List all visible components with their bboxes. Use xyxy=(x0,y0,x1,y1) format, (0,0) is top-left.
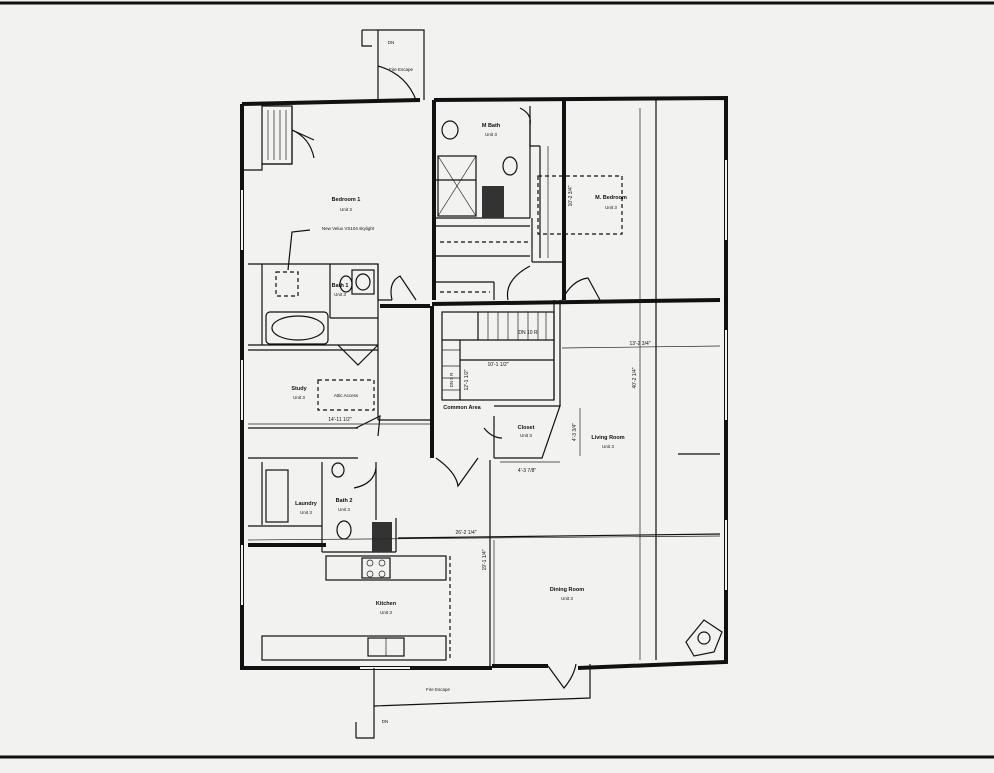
skylight-note: New Velux VS104 skylight xyxy=(322,226,375,231)
dining-name: Dining Room xyxy=(550,587,584,593)
laundry-name: Laundry xyxy=(295,501,318,507)
bedroom1-unit: Unit 3 xyxy=(340,207,352,212)
attic-access-outline xyxy=(317,379,375,411)
closet-name: Closet xyxy=(518,425,535,431)
study-width-dimension: 14'-11 1/2" xyxy=(328,417,352,423)
dining-height-dimension: 19'-1 1/4" xyxy=(482,549,488,570)
fixtures xyxy=(247,108,723,664)
closet-height-dimension: 4'-3 3/4" xyxy=(572,423,578,442)
shower-icon xyxy=(275,271,299,297)
overall-depth-dimension: 40'-2 1/4" xyxy=(632,367,638,388)
m-bath-toilet-icon xyxy=(502,156,518,176)
study-unit: Unit 3 xyxy=(293,395,305,400)
fire-escape-top-label: Fire Escape xyxy=(389,67,414,72)
stair-treads xyxy=(442,312,547,391)
bath2-sink-icon xyxy=(331,462,345,478)
closet-unit: Unit 3 xyxy=(520,433,532,438)
skylight-leader-line xyxy=(287,229,311,271)
door-swings xyxy=(291,107,601,489)
closet-width-dimension: 4'-3 7/8" xyxy=(518,468,537,474)
stair-dn-side-label: DN 5 R xyxy=(449,372,454,388)
dimension-labels: 10'-2 3/4" 13'-2 3/4" 40'-2 1/4" 10'-1 1… xyxy=(328,185,651,570)
bathtub-icon xyxy=(265,311,329,345)
exterior-walls xyxy=(240,95,728,670)
bath1-name: Bath 1 xyxy=(332,283,349,289)
stair-dn-bottom-label: DN xyxy=(382,719,389,724)
kitchen-name: Kitchen xyxy=(376,601,397,607)
toilet-icon xyxy=(339,275,353,293)
m-bath-vanity xyxy=(482,186,504,218)
stair-b-dimension: 12'-1 1/2" xyxy=(464,369,470,390)
fireplace-icon xyxy=(685,619,723,657)
bedroom1-name: Bedroom 1 xyxy=(332,197,361,203)
kitchen-counter-bottom xyxy=(261,635,447,661)
living-name: Living Room xyxy=(591,435,624,441)
stove-icon xyxy=(361,557,391,579)
stair-dn-10r-label: DN 10 R xyxy=(518,330,538,336)
bath2-toilet-icon xyxy=(336,520,352,540)
living-width-dimension: 13'-2 3/4" xyxy=(629,341,650,347)
bath2-name: Bath 2 xyxy=(336,498,353,504)
m-bath-unit: Unit 3 xyxy=(485,132,497,137)
bath2-unit: Unit 3 xyxy=(338,507,350,512)
m-bath-name: M Bath xyxy=(482,123,501,129)
sink-icon xyxy=(355,273,371,291)
stair-a-dimension: 10'-1 1/2" xyxy=(487,362,508,368)
m-bedroom-bed-outline xyxy=(537,175,623,235)
kitchen-unit: Unit 3 xyxy=(380,610,392,615)
common-area-label: Common Area xyxy=(443,405,481,411)
bath2-vanity xyxy=(372,522,392,552)
fire-escape-bottom-label: Fire Escape xyxy=(426,687,451,692)
dining-unit: Unit 3 xyxy=(561,596,573,601)
m-bedroom-name: M. Bedroom xyxy=(595,195,627,201)
laundry-machines xyxy=(265,469,289,523)
laundry-unit: Unit 3 xyxy=(300,510,312,515)
m-bath-sink-icon xyxy=(441,120,459,140)
bath1-unit: Unit 3 xyxy=(334,292,346,297)
kitchen-counter-top xyxy=(325,555,447,581)
m-bedroom-unit: Unit 3 xyxy=(605,205,617,210)
study-name: Study xyxy=(291,386,307,392)
attic-access-label: Attic Access xyxy=(334,393,359,398)
m-bedroom-dimension: 10'-2 3/4" xyxy=(568,185,574,206)
room-labels: Bedroom 1 Unit 3 M Bath Unit 3 M. Bedroo… xyxy=(291,40,627,724)
overall-width-dimension: 26'-2 1/4" xyxy=(455,530,476,536)
closet-rods xyxy=(440,241,528,293)
m-bath-shower-icon xyxy=(437,155,477,217)
interior-walls xyxy=(242,29,721,739)
dimension-lines xyxy=(247,108,721,664)
stair-dn-top-label: DN xyxy=(388,40,395,45)
living-unit: Unit 3 xyxy=(602,444,614,449)
